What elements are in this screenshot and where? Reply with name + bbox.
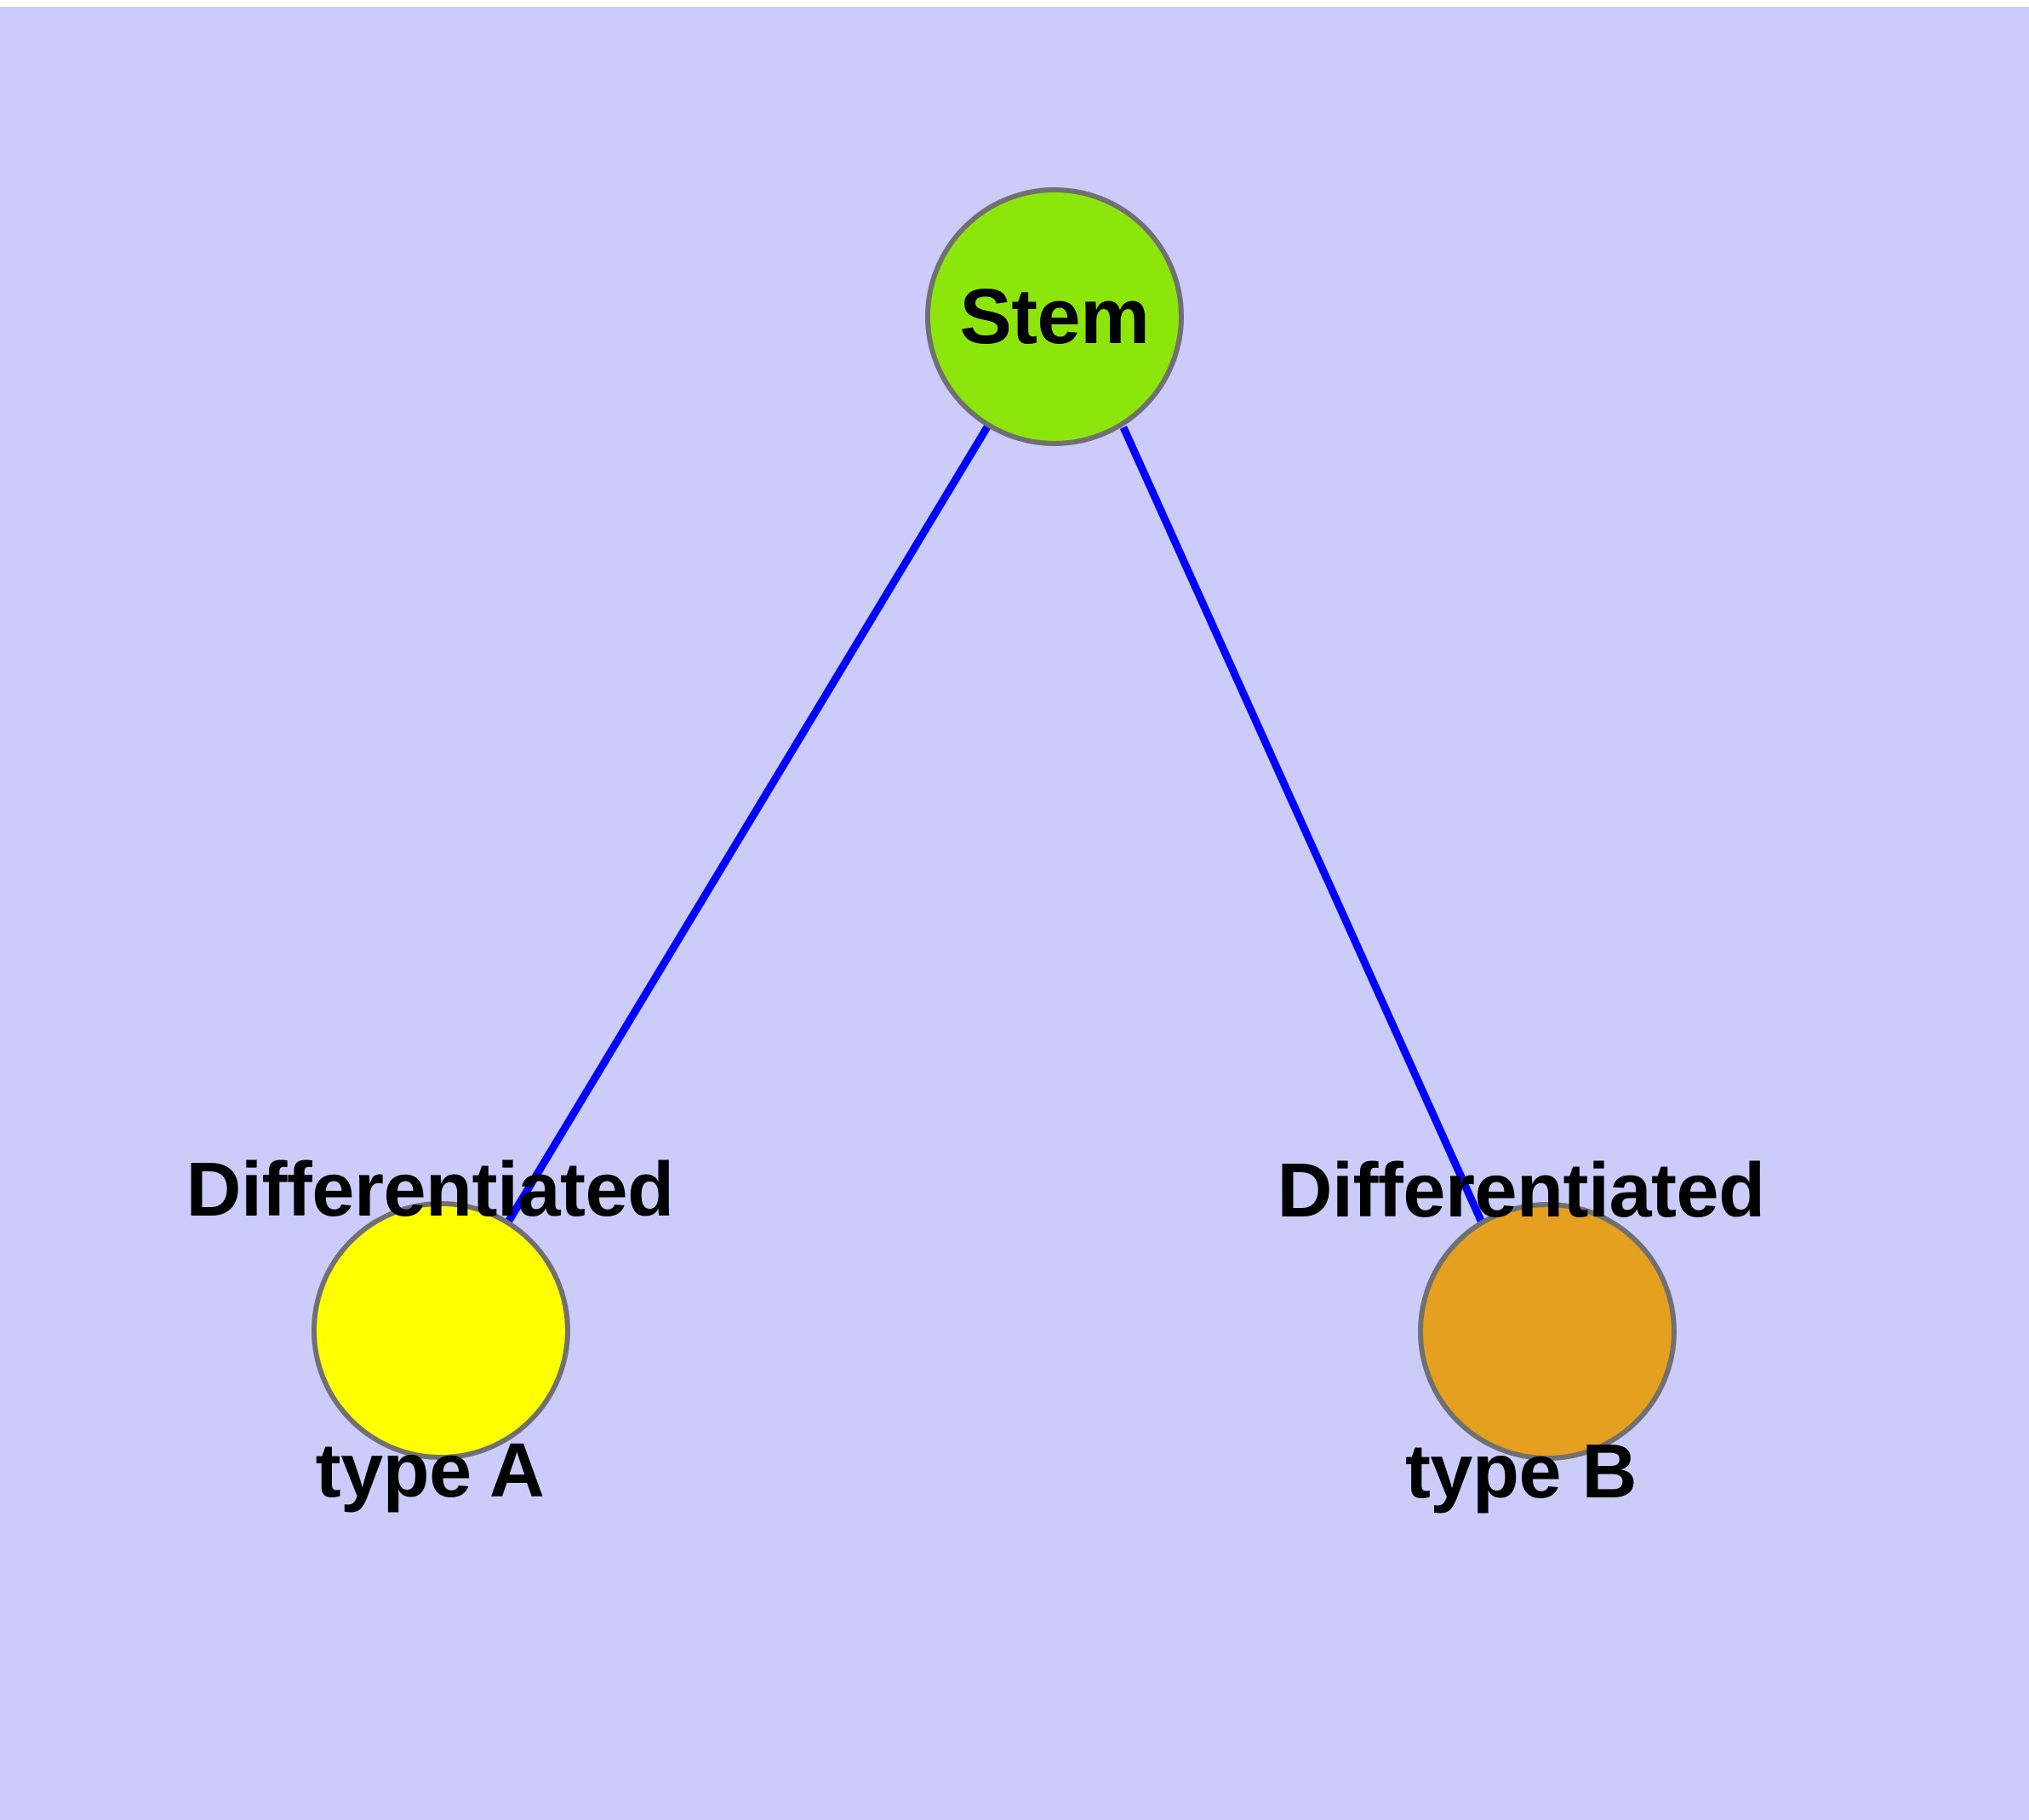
edge-stem-to-differentiated-type-a[interactable] [506, 423, 992, 1223]
node-differentiated-type-a[interactable] [311, 1201, 570, 1460]
node-stem[interactable] [925, 187, 1184, 446]
edge-stem-to-differentiated-type-b[interactable] [1119, 426, 1486, 1224]
node-differentiated-type-b[interactable] [1418, 1202, 1677, 1461]
edges-group [506, 423, 1486, 1224]
nodes-group [311, 187, 1677, 1461]
